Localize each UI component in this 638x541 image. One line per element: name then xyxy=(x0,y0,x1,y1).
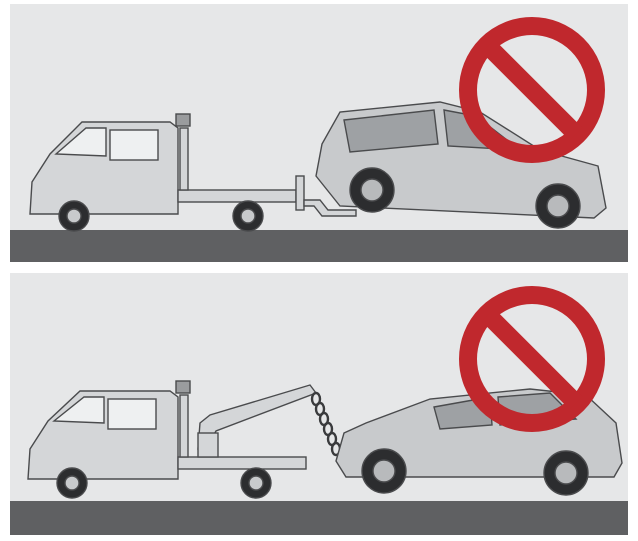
truck-side-window xyxy=(108,399,156,429)
ground-strip xyxy=(10,230,628,262)
ground-strip xyxy=(10,501,628,535)
beacon-light xyxy=(176,114,190,126)
truck-mast xyxy=(180,128,188,190)
panel-wheel-lift-tow xyxy=(10,4,628,262)
beacon-light xyxy=(176,381,190,393)
truck-mast xyxy=(180,395,188,457)
truck-side-window xyxy=(110,130,158,160)
crane-base xyxy=(198,433,218,457)
truck-bed xyxy=(178,190,296,202)
truck-bed xyxy=(178,457,306,469)
wheel-lift-tow-illustration xyxy=(10,4,628,262)
panel-crane-hook-tow xyxy=(10,273,628,535)
crane-hook-tow-illustration xyxy=(10,273,628,535)
wheel-lift-post xyxy=(296,176,304,210)
